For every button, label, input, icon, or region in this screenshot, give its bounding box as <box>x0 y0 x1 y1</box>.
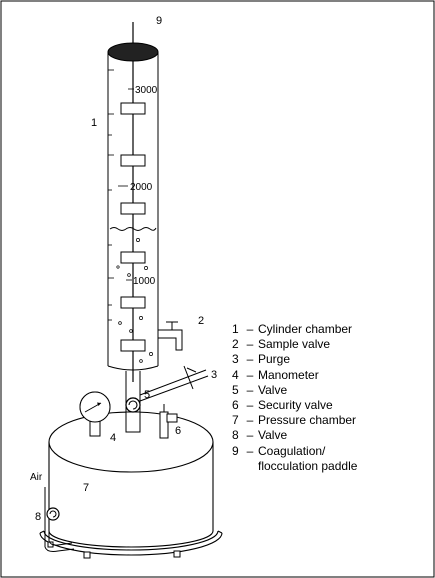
paddle-blade <box>121 203 145 214</box>
paddle-blade <box>121 155 145 166</box>
legend-number: 6 <box>232 398 242 413</box>
legend-text: Valve <box>258 428 428 443</box>
legend-item: 9 – Coagulation/ <box>232 444 428 459</box>
paddle-blade <box>121 340 145 351</box>
legend-item: 2 – Sample valve <box>232 337 428 352</box>
legend-text: Security valve <box>258 398 428 413</box>
legend-number: 8 <box>232 428 242 443</box>
legend-dash: – <box>242 444 258 459</box>
legend-dash: – <box>242 337 258 352</box>
legend-number: 7 <box>232 413 242 428</box>
scale-ticks-left <box>108 70 114 320</box>
legend-dash: – <box>242 383 258 398</box>
legend-dash: – <box>242 398 258 413</box>
legend-dash: – <box>242 428 258 443</box>
callout-5: 5 <box>144 389 150 401</box>
legend-item: 6 – Security valve <box>232 398 428 413</box>
legend-item: 1 – Cylinder chamber <box>232 322 428 337</box>
legend-dash: – <box>242 413 258 428</box>
air-label: Air <box>30 472 43 483</box>
scale-label-2000: 2000 <box>130 182 153 193</box>
scale-label-3000: 3000 <box>135 85 158 96</box>
legend-text: Pressure chamber <box>258 413 428 428</box>
legend-text: Sample valve <box>258 337 428 352</box>
legend-text: Valve <box>258 383 428 398</box>
cylinder-top <box>108 43 158 61</box>
callout-8: 8 <box>35 511 41 523</box>
legend-number: 4 <box>232 368 242 383</box>
sample-valve <box>158 322 182 350</box>
callout-7: 7 <box>83 482 89 494</box>
legend-item: 3 – Purge <box>232 352 428 367</box>
callout-1: 1 <box>91 117 97 129</box>
callout-4: 4 <box>110 432 116 444</box>
legend-item: 5 – Valve <box>232 383 428 398</box>
legend-dash: – <box>242 352 258 367</box>
callout-6: 6 <box>175 425 181 437</box>
purge-line <box>140 366 208 401</box>
callout-3: 3 <box>211 369 217 381</box>
legend-number: 1 <box>232 322 242 337</box>
legend-dash: – <box>242 368 258 383</box>
legend-number: 3 <box>232 352 242 367</box>
scale-label-1000: 1000 <box>133 276 156 287</box>
legend-dash: – <box>242 322 258 337</box>
legend-number: 2 <box>232 337 242 352</box>
legend-item: 8 – Valve <box>232 428 428 443</box>
legend-number: 9 <box>232 444 242 459</box>
pressure-chamber <box>49 392 213 547</box>
callout-2: 2 <box>198 315 204 327</box>
legend-number: 5 <box>232 383 242 398</box>
legend: 1 – Cylinder chamber 2 – Sample valve 3 … <box>232 322 428 474</box>
legend-text: Manometer <box>258 368 428 383</box>
legend-text: Coagulation/ <box>258 444 428 459</box>
valve-8 <box>47 508 59 520</box>
legend-item: 4 – Manometer <box>232 368 428 383</box>
legend-item: 7 – Pressure chamber <box>232 413 428 428</box>
legend-continuation: flocculation paddle <box>232 459 428 474</box>
legend-text: Purge <box>258 352 428 367</box>
paddle-blade <box>121 297 145 308</box>
paddle-blade <box>121 252 145 263</box>
legend-text: Cylinder chamber <box>258 322 428 337</box>
paddle-blade <box>121 103 145 114</box>
callout-9: 9 <box>156 15 162 27</box>
